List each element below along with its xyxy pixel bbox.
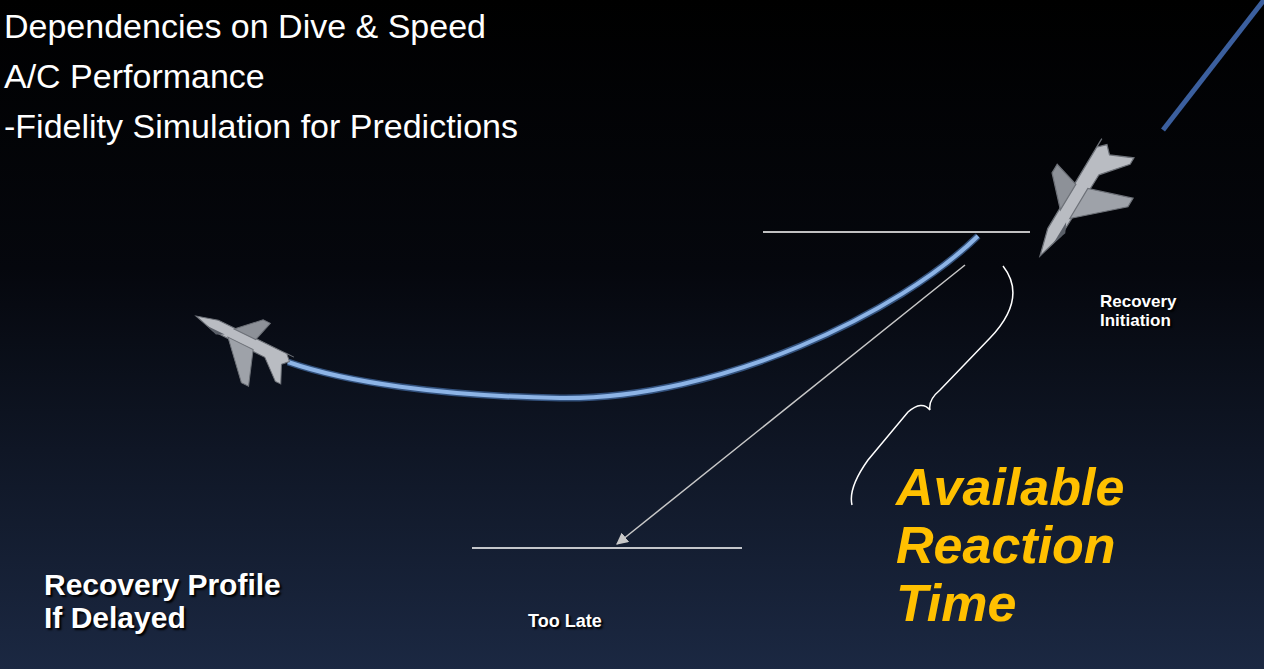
flight-path xyxy=(1163,0,1264,130)
bullet-text: -Fidelity Simulation for Predictions xyxy=(4,108,518,145)
too-late-level-line xyxy=(472,547,742,549)
bullet-text: Dependencies on Dive & Speed xyxy=(4,8,486,45)
point-label: Recovery Initiation xyxy=(1100,293,1200,330)
jet-after-recovery xyxy=(178,293,302,399)
callout-text: Available Reaction Time xyxy=(896,458,1226,633)
level-label: Too Late xyxy=(528,612,602,632)
recovery-trail-glow xyxy=(288,236,978,398)
bullet-text: A/C Performance xyxy=(4,58,265,95)
recovery-trail xyxy=(288,236,978,398)
jet-at-initiation xyxy=(1012,126,1151,282)
profile-label: Recovery Profile If Delayed xyxy=(44,568,296,634)
initiation-level-line xyxy=(763,231,1030,233)
